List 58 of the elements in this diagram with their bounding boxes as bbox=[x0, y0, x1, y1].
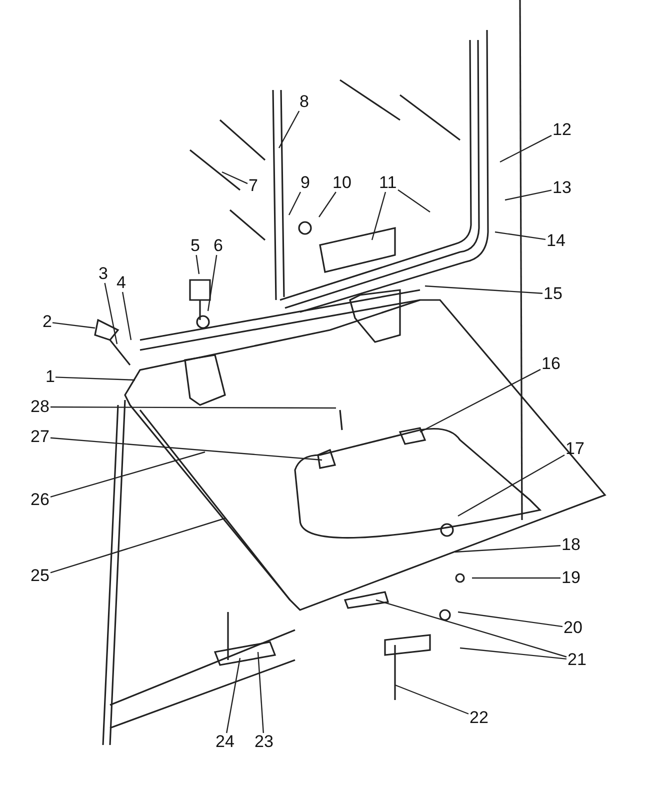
callout-number: 16 bbox=[540, 355, 562, 373]
callout-number: 20 bbox=[562, 619, 584, 637]
leader-line bbox=[454, 545, 561, 553]
callout-number: 10 bbox=[332, 174, 352, 192]
leader-line bbox=[424, 285, 543, 294]
callout-number: 15 bbox=[542, 285, 564, 303]
leader-line bbox=[458, 454, 565, 517]
callout-number: 2 bbox=[42, 313, 53, 331]
callout-number: 1 bbox=[44, 368, 56, 386]
leader-line bbox=[50, 517, 226, 574]
callout-number: 17 bbox=[564, 440, 586, 458]
leader-line bbox=[472, 577, 560, 579]
leader-line bbox=[376, 599, 567, 658]
callout-number: 14 bbox=[546, 232, 566, 250]
callout-number: 9 bbox=[300, 174, 311, 192]
callout-number: 27 bbox=[30, 428, 50, 446]
callout-number: 24 bbox=[214, 733, 236, 751]
callout-number: 7 bbox=[248, 177, 259, 195]
leader-line bbox=[207, 254, 218, 312]
leader-line bbox=[460, 647, 567, 660]
callout-number: 21 bbox=[566, 651, 588, 669]
callout-number: 28 bbox=[30, 398, 50, 416]
leader-line bbox=[504, 190, 552, 201]
leader-line bbox=[278, 110, 300, 148]
leader-line bbox=[52, 322, 96, 329]
callout-number: 5 bbox=[190, 237, 201, 255]
leader-line bbox=[420, 368, 541, 433]
callout-number: 4 bbox=[116, 274, 127, 292]
leader-line bbox=[288, 192, 302, 216]
callout-number: 11 bbox=[378, 174, 398, 192]
leader-line bbox=[222, 171, 248, 184]
callout-number: 26 bbox=[30, 491, 50, 509]
leader-line bbox=[394, 684, 469, 714]
leader-line bbox=[196, 254, 200, 274]
callout-number: 23 bbox=[254, 733, 274, 751]
callout-number: 3 bbox=[98, 265, 109, 283]
callout-number: 18 bbox=[560, 536, 582, 554]
leader-line bbox=[318, 192, 336, 218]
leader-line bbox=[55, 376, 136, 381]
leader-line bbox=[122, 292, 132, 340]
callout-number: 13 bbox=[552, 179, 572, 197]
leader-line bbox=[458, 611, 563, 628]
leader-line bbox=[104, 282, 118, 344]
leader-line bbox=[371, 192, 386, 240]
leader-line bbox=[50, 406, 336, 409]
callout-number: 22 bbox=[468, 709, 490, 727]
leader-line bbox=[226, 658, 241, 734]
leader-line bbox=[50, 437, 322, 461]
callout-number: 12 bbox=[552, 121, 572, 139]
callout-number: 8 bbox=[298, 93, 310, 111]
callout-number: 6 bbox=[212, 237, 224, 255]
leader-line bbox=[257, 652, 264, 734]
leader-line bbox=[398, 189, 430, 212]
callout-number: 19 bbox=[560, 569, 582, 587]
callout-number: 25 bbox=[30, 567, 50, 585]
leader-line bbox=[494, 231, 546, 240]
leader-line bbox=[50, 451, 206, 498]
leader-line bbox=[500, 134, 552, 163]
